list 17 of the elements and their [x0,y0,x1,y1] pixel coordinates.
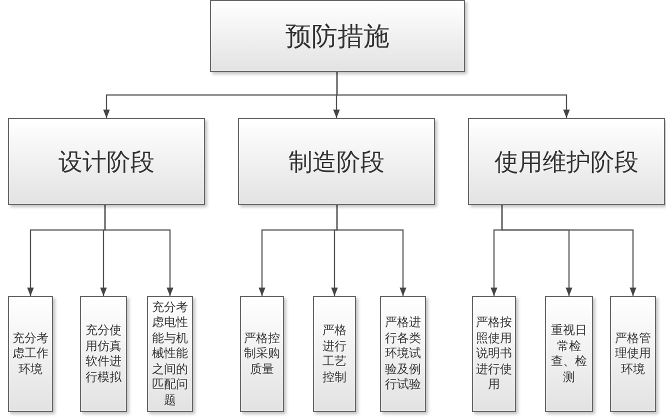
measure-box: 充分考虑电性能与机械性能之间的匹配问题 [147,296,193,412]
arrow [501,205,636,296]
stage-box: 使用维护阶段 [468,118,665,205]
measure-box: 严格管理使用环境 [610,296,656,412]
measure-box: 严格控制采购质量 [240,296,284,412]
stage-box: 设计阶段 [8,118,205,205]
arrow [104,205,174,296]
measure-box: 重视日常检查、检测 [545,296,593,412]
measure-box: 严格进行各类环境试验及例行试验 [380,296,426,412]
measure-box: 严格按照使用说明书进行使用 [472,296,516,412]
measure-box: 充分考虑工作环境 [8,296,53,412]
arrow [336,205,406,296]
arrow [336,72,570,118]
measure-box: 严格进行工艺控制 [313,296,356,412]
stage-box: 制造阶段 [238,118,435,205]
root-box: 预防措施 [210,0,465,72]
measure-box: 充分使用仿真软件进行模拟 [80,296,127,412]
